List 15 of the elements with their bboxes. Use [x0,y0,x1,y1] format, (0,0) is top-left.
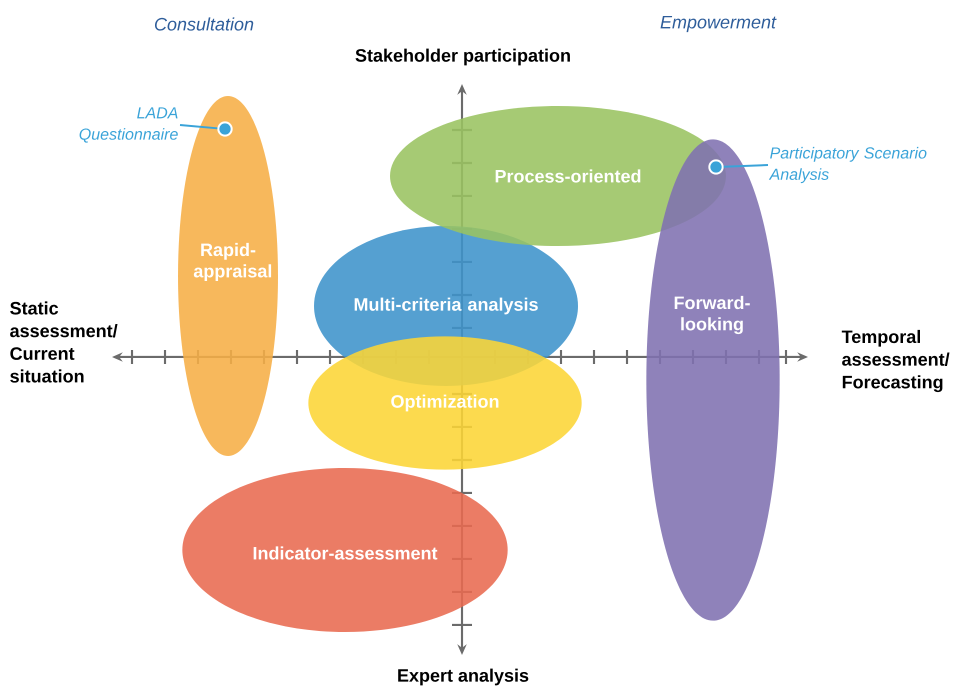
axis-label: Static assessment/ Current situation [10,301,118,383]
leader-line [724,164,768,168]
quadrant-heading: Empowerment [660,16,777,32]
ellipse-region: Indicator-assessment [182,468,508,632]
axis-label: Temporal assessment/ Forecasting [842,330,950,392]
ellipse-region: Process-oriented [390,106,726,246]
callout-text: LADA Questionnaire [80,107,178,143]
quadrant-heading: Consultation [154,17,254,31]
leader-line [180,124,218,130]
marker-dot [708,159,724,175]
ellipse-region: Rapid-appraisal [178,96,278,456]
ellipse-region: Optimization [308,336,582,470]
axis-label: Stakeholder participation [356,48,570,66]
marker-dot [217,121,233,137]
axis-label: Expert analysis [398,668,528,686]
